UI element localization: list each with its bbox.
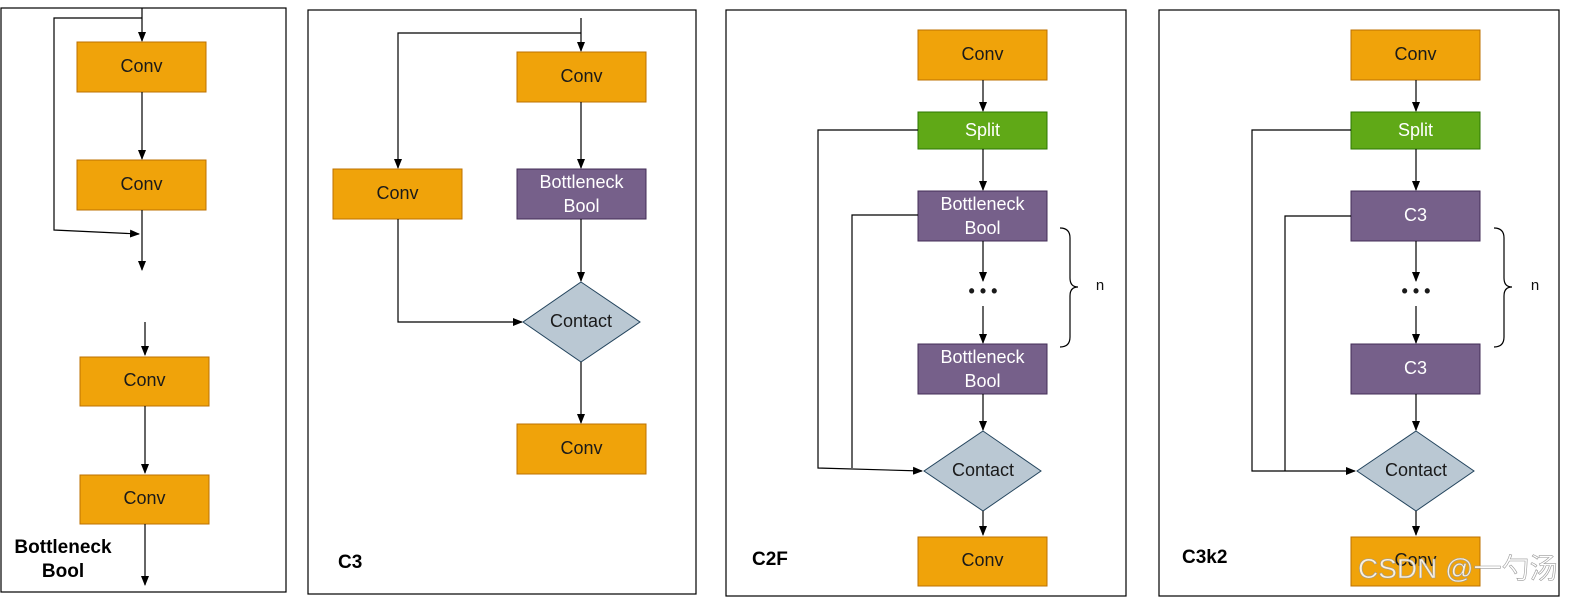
split-box-rect [917, 111, 1048, 150]
bottleneck-label: Bottleneck [940, 347, 1025, 367]
conv-label: Conv [123, 370, 165, 390]
conv-label: Conv [120, 56, 162, 76]
conv-box: Conv [332, 168, 463, 220]
bottleneck-box-rect [917, 190, 1048, 242]
bottleneck-label: Bool [964, 371, 1000, 391]
conv-label: Conv [560, 66, 602, 86]
c3-box: C3 [1350, 343, 1481, 395]
edge-bottleneck-to-contact-skip [851, 214, 918, 468]
bottleneck-box: Bottleneck Bool [516, 168, 647, 220]
ellipsis-dots: • • • [1402, 281, 1431, 301]
c3-box-rect [1350, 190, 1481, 242]
split-box: Split [917, 111, 1048, 150]
c3-box: C3 [1350, 190, 1481, 242]
contact-label: Contact [952, 460, 1014, 480]
panel-bottleneck-bool: Conv Conv Conv Conv Bottleneck Bool [0, 7, 287, 593]
bottleneck-box-rect [516, 168, 647, 220]
edge-input-to-side-conv [394, 32, 581, 169]
conv-label: Conv [961, 44, 1003, 64]
bottleneck-label: Bottleneck [539, 172, 624, 192]
conv-label: Conv [376, 183, 418, 203]
conv-label: Conv [120, 174, 162, 194]
conv-box: Conv [917, 29, 1048, 81]
conv-box: Conv [1350, 29, 1481, 81]
bottleneck-label: Bottleneck [940, 194, 1025, 214]
split-label: Split [965, 120, 1000, 140]
conv-box: Conv [79, 356, 210, 407]
conv-box-rect [917, 536, 1048, 587]
split-box: Split [1350, 111, 1481, 150]
bottleneck-box: Bottleneck Bool [917, 190, 1048, 242]
panel-title: Bool [42, 561, 84, 582]
panel-c2f: Conv Split Bottleneck Bool • • • Bottlen… [725, 9, 1127, 597]
conv-box: Conv [1350, 536, 1481, 587]
conv-box-rect [1350, 29, 1481, 81]
c3-label: C3 [1404, 205, 1427, 225]
bottleneck-box-rect [917, 343, 1048, 395]
split-label: Split [1398, 120, 1433, 140]
repeat-count-label: n [1531, 277, 1539, 294]
conv-label: Conv [961, 550, 1003, 570]
conv-box-rect [1350, 536, 1481, 587]
repeat-count-label: n [1096, 277, 1104, 294]
conv-box-rect [516, 423, 647, 475]
bottleneck-label: Bool [964, 218, 1000, 238]
edge-residual-shortcut [53, 17, 142, 238]
conv-box: Conv [516, 423, 647, 475]
contact-node: Contact [522, 281, 641, 363]
repeat-brace [1493, 227, 1513, 348]
conv-box: Conv [79, 474, 210, 525]
watermark-text: CSDN @一勺汤 [1358, 553, 1558, 584]
panel-c3k2: Conv Split C3 • • • C3 n Contact [1158, 9, 1560, 597]
conv-label: Conv [1394, 44, 1436, 64]
contact-label: Contact [550, 311, 612, 331]
panel-frame [1158, 9, 1560, 597]
edge-split-to-contact [817, 129, 923, 475]
panel-c3: Conv Bottleneck Bool Conv Contact Conv C… [307, 9, 697, 595]
c3-box-rect [1350, 343, 1481, 395]
repeat-brace [1059, 227, 1079, 348]
contact-label: Contact [1385, 460, 1447, 480]
edge-split-to-contact [1251, 129, 1356, 475]
c3-label: C3 [1404, 358, 1427, 378]
edge-side-conv-to-contact [397, 219, 523, 326]
bottleneck-label: Bool [563, 196, 599, 216]
conv-box: Conv [76, 41, 207, 93]
conv-box-rect [76, 159, 207, 211]
panel-frame [307, 9, 697, 595]
panel-title: C3k2 [1182, 547, 1227, 568]
conv-box-rect [79, 356, 210, 407]
conv-box-rect [79, 474, 210, 525]
conv-box: Conv [917, 536, 1048, 587]
conv-label: Conv [560, 438, 602, 458]
panel-title: C3 [338, 552, 362, 573]
conv-box: Conv [516, 51, 647, 103]
panel-title: C2F [752, 549, 788, 570]
conv-box: Conv [76, 159, 207, 211]
conv-box-rect [332, 168, 463, 220]
bottleneck-box: Bottleneck Bool [917, 343, 1048, 395]
ellipsis-dots: • • • [969, 281, 998, 301]
conv-box-rect [76, 41, 207, 93]
conv-box-rect [516, 51, 647, 103]
conv-label: Conv [1394, 550, 1436, 570]
panel-frame [725, 9, 1127, 597]
conv-label: Conv [123, 488, 165, 508]
panel-title: Bottleneck [14, 537, 112, 558]
edge-c3-to-contact-skip [1284, 215, 1351, 471]
